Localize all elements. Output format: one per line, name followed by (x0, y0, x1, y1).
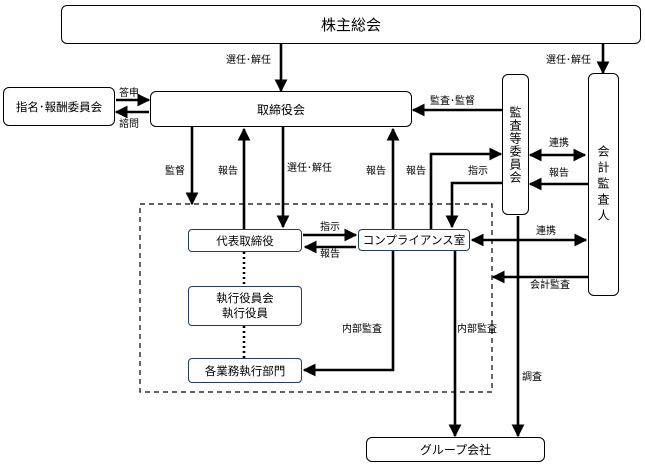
shareholders-meeting-label: 株主総会 (320, 16, 381, 34)
representative-director-label: 代表取締役 (216, 233, 274, 248)
executive-officers-label: 執行役員 (222, 306, 268, 320)
internal-audit-1-label: 内部監査 (342, 324, 382, 335)
executive-committee-label: 執行役員会 (216, 291, 274, 305)
report-rep-label: 報告 (320, 249, 340, 260)
report-comp-to-board-label: 報告 (366, 166, 386, 177)
representative-director-box: 代表取締役 (188, 229, 302, 252)
election-dismissal-right-label: 選任･解任 (546, 55, 591, 66)
nomination-committee-label: 指名･報酬委員会 (15, 99, 103, 114)
election-dismissal-board-label: 選任･解任 (287, 163, 332, 174)
report-comp-to-audit-label: 報告 (406, 166, 426, 177)
accounting-auditor-label: 会計監査人 (596, 144, 610, 225)
business-departments-box: 各業務執行部門 (188, 358, 302, 383)
internal-audit-2-label: 内部監査 (457, 324, 497, 335)
instruction-audit-label: 指示 (468, 166, 488, 177)
supervision-label: 監督 (165, 166, 185, 177)
executive-committee-box: 執行役員会 執行役員 (188, 286, 302, 326)
report-auditor-label: 報告 (549, 168, 569, 179)
audit-committee-label: 監査等委員会 (508, 105, 522, 184)
audit-committee-box: 監査等委員会 (502, 74, 529, 215)
accounting-audit-label: 会計監査 (530, 280, 570, 291)
group-companies-label: グループ会社 (419, 443, 492, 457)
consultation-label: 諮問 (119, 119, 139, 130)
cooperation-1-label: 連携 (549, 138, 569, 149)
instruction-rep-label: 指示 (320, 222, 340, 233)
arrow-instruction-audit (445, 181, 502, 229)
election-dismissal-left-label: 選任･解任 (226, 55, 271, 66)
audit-supervision-label: 監査･監督 (430, 96, 475, 107)
nomination-committee-box: 指名･報酬委員会 (3, 87, 115, 126)
cooperation-2-label: 連携 (536, 226, 556, 237)
compliance-office-box: コンプライアンス室 (358, 229, 470, 251)
compliance-office-label: コンプライアンス室 (362, 233, 466, 247)
group-companies-box: グループ会社 (366, 437, 545, 462)
accounting-auditor-box: 会計監査人 (588, 73, 619, 296)
business-departments-label: 各業務執行部門 (204, 363, 286, 378)
report-answer-label: 答申 (119, 88, 139, 99)
arrow-report-comp-to-audit (429, 147, 503, 229)
board-of-directors-box: 取締役会 (150, 91, 412, 127)
board-of-directors-label: 取締役会 (256, 102, 305, 117)
investigation-label: 調査 (522, 372, 542, 383)
arrow-internal-audit-1 (302, 251, 395, 377)
shareholders-meeting-box: 株主総会 (61, 5, 641, 44)
executive-area-boundary (139, 203, 493, 393)
report-rep-to-board-label: 報告 (218, 166, 238, 177)
